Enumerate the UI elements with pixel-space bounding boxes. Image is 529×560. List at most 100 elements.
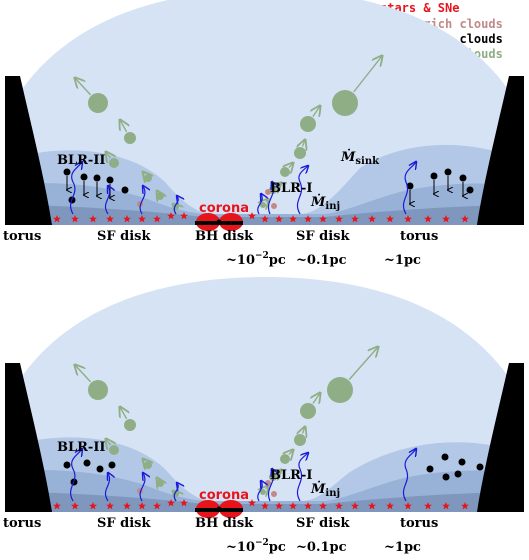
scale-sf-label: ~0.1pc (296, 253, 347, 268)
outflowing-cloud (300, 403, 316, 419)
mdot-sink-subscript: sink (355, 156, 380, 167)
outflow-arrow (120, 407, 127, 420)
scale-bh-label: ~10−2pc (226, 538, 286, 555)
outflowing-cloud (109, 445, 119, 455)
injection-arrow (296, 166, 308, 215)
outflowing-cloud (294, 147, 306, 159)
blr-ii-label: BLR-II (57, 440, 106, 455)
metal-poor-cloud (466, 186, 474, 194)
outflow-arrow (106, 152, 110, 158)
metal-poor-cloud (96, 465, 104, 473)
scale-bh-unit: pc (269, 253, 286, 268)
mdot-symbol: Ṁ (340, 149, 356, 165)
corona-label: corona (199, 488, 249, 503)
outflowing-cloud (294, 434, 306, 446)
injection-arrow (257, 194, 262, 215)
disk-zone (10, 492, 520, 512)
metal-poor-cloud (106, 176, 114, 184)
outflow-arrow (289, 163, 293, 168)
metal-poor-cloud (63, 168, 71, 176)
outflow-arrow (143, 459, 145, 461)
metal-poor-cloud (426, 465, 434, 473)
mdot-inj-label: Ṁinj (310, 481, 340, 499)
sf-disk-right-label: SF disk (296, 516, 350, 531)
metal-poor-cloud (476, 463, 484, 471)
metal-poor-cloud (459, 174, 467, 182)
metal-poor-cloud (108, 461, 116, 469)
injection-arrow (104, 473, 109, 502)
outflowing-cloud (156, 192, 164, 200)
outflow-arrow (106, 439, 110, 445)
metal-poor-cloud (430, 172, 438, 180)
outflowing-cloud (88, 93, 108, 113)
torus-right-label: torus (400, 229, 438, 244)
outflowing-cloud (300, 116, 316, 132)
outflowing-cloud (156, 479, 164, 487)
metal-rich-cloud (271, 203, 277, 209)
blr-i-label: BLR-I (270, 181, 312, 196)
scale-bh-unit: pc (269, 540, 286, 555)
outflowing-cloud (280, 167, 290, 177)
outflowing-cloud (88, 380, 108, 400)
outflow-arrow (143, 172, 145, 174)
metal-poor-cloud (93, 174, 101, 182)
injection-arrow (104, 186, 109, 215)
injection-arrow (173, 196, 178, 215)
injection-arrow (173, 483, 178, 502)
sf-disk-left-label: SF disk (97, 516, 151, 531)
outflow-arrow (303, 140, 305, 146)
metal-poor-cloud (63, 461, 71, 469)
scale-bh-label: ~10−2pc (226, 251, 286, 268)
outflowing-cloud (144, 461, 152, 469)
injection-arrow (70, 162, 82, 215)
metal-poor-cloud (406, 182, 414, 190)
bh-disk-label: BH disk (195, 516, 254, 531)
outflow-arrow (75, 78, 92, 96)
sf-disk-left-label: SF disk (97, 229, 151, 244)
torus-left-shape (5, 76, 52, 225)
metal-rich-cloud (271, 491, 277, 497)
mdot-symbol: Ṁ (310, 481, 326, 497)
corona-label: corona (199, 201, 249, 216)
outflowing-cloud (109, 158, 119, 168)
outflow-arrow (348, 347, 378, 380)
outflow-arrow (353, 56, 382, 93)
outflowing-cloud (332, 90, 358, 116)
injection-arrow (70, 449, 82, 502)
blr-i-label: BLR-I (270, 468, 312, 483)
metal-poor-cloud (458, 458, 466, 466)
black-hole (216, 219, 222, 225)
injection-arrow (257, 481, 262, 502)
torus-left-shape (5, 363, 52, 512)
injection-arrow (402, 162, 416, 215)
metal-poor-cloud (454, 470, 462, 478)
blr-ii-label: BLR-II (57, 153, 106, 168)
mdot-symbol: Ṁ (310, 194, 326, 210)
injection-arrow (268, 469, 273, 502)
torus-right-shape (477, 363, 524, 512)
mdot-inj-label: Ṁinj (310, 194, 340, 212)
outflowing-cloud (144, 174, 152, 182)
metal-poor-cloud (441, 453, 449, 461)
scale-bh-exponent: −2 (255, 538, 269, 548)
scale-sf-label: ~0.1pc (296, 540, 347, 555)
scale-torus-label: ~1pc (384, 253, 421, 268)
scale-bh-value: ~10 (226, 253, 255, 268)
outflowing-cloud (124, 132, 136, 144)
injection-arrow (268, 182, 273, 215)
scale-bh-value: ~10 (226, 540, 255, 555)
torus-right-label: torus (400, 516, 438, 531)
metal-poor-cloud (442, 473, 450, 481)
metal-poor-cloud (121, 186, 129, 194)
outflow-arrow (75, 365, 92, 383)
outflow-arrow (313, 106, 320, 117)
injection-arrow (402, 449, 416, 502)
injection-arrow (139, 473, 145, 502)
mdot-inj-subscript: inj (325, 488, 340, 499)
injection-arrow (139, 186, 145, 215)
mdot-sink-label: Ṁsink (340, 149, 380, 167)
black-hole (216, 506, 222, 512)
mdot-inj-subscript: inj (325, 201, 340, 212)
outflowing-cloud (124, 419, 136, 431)
